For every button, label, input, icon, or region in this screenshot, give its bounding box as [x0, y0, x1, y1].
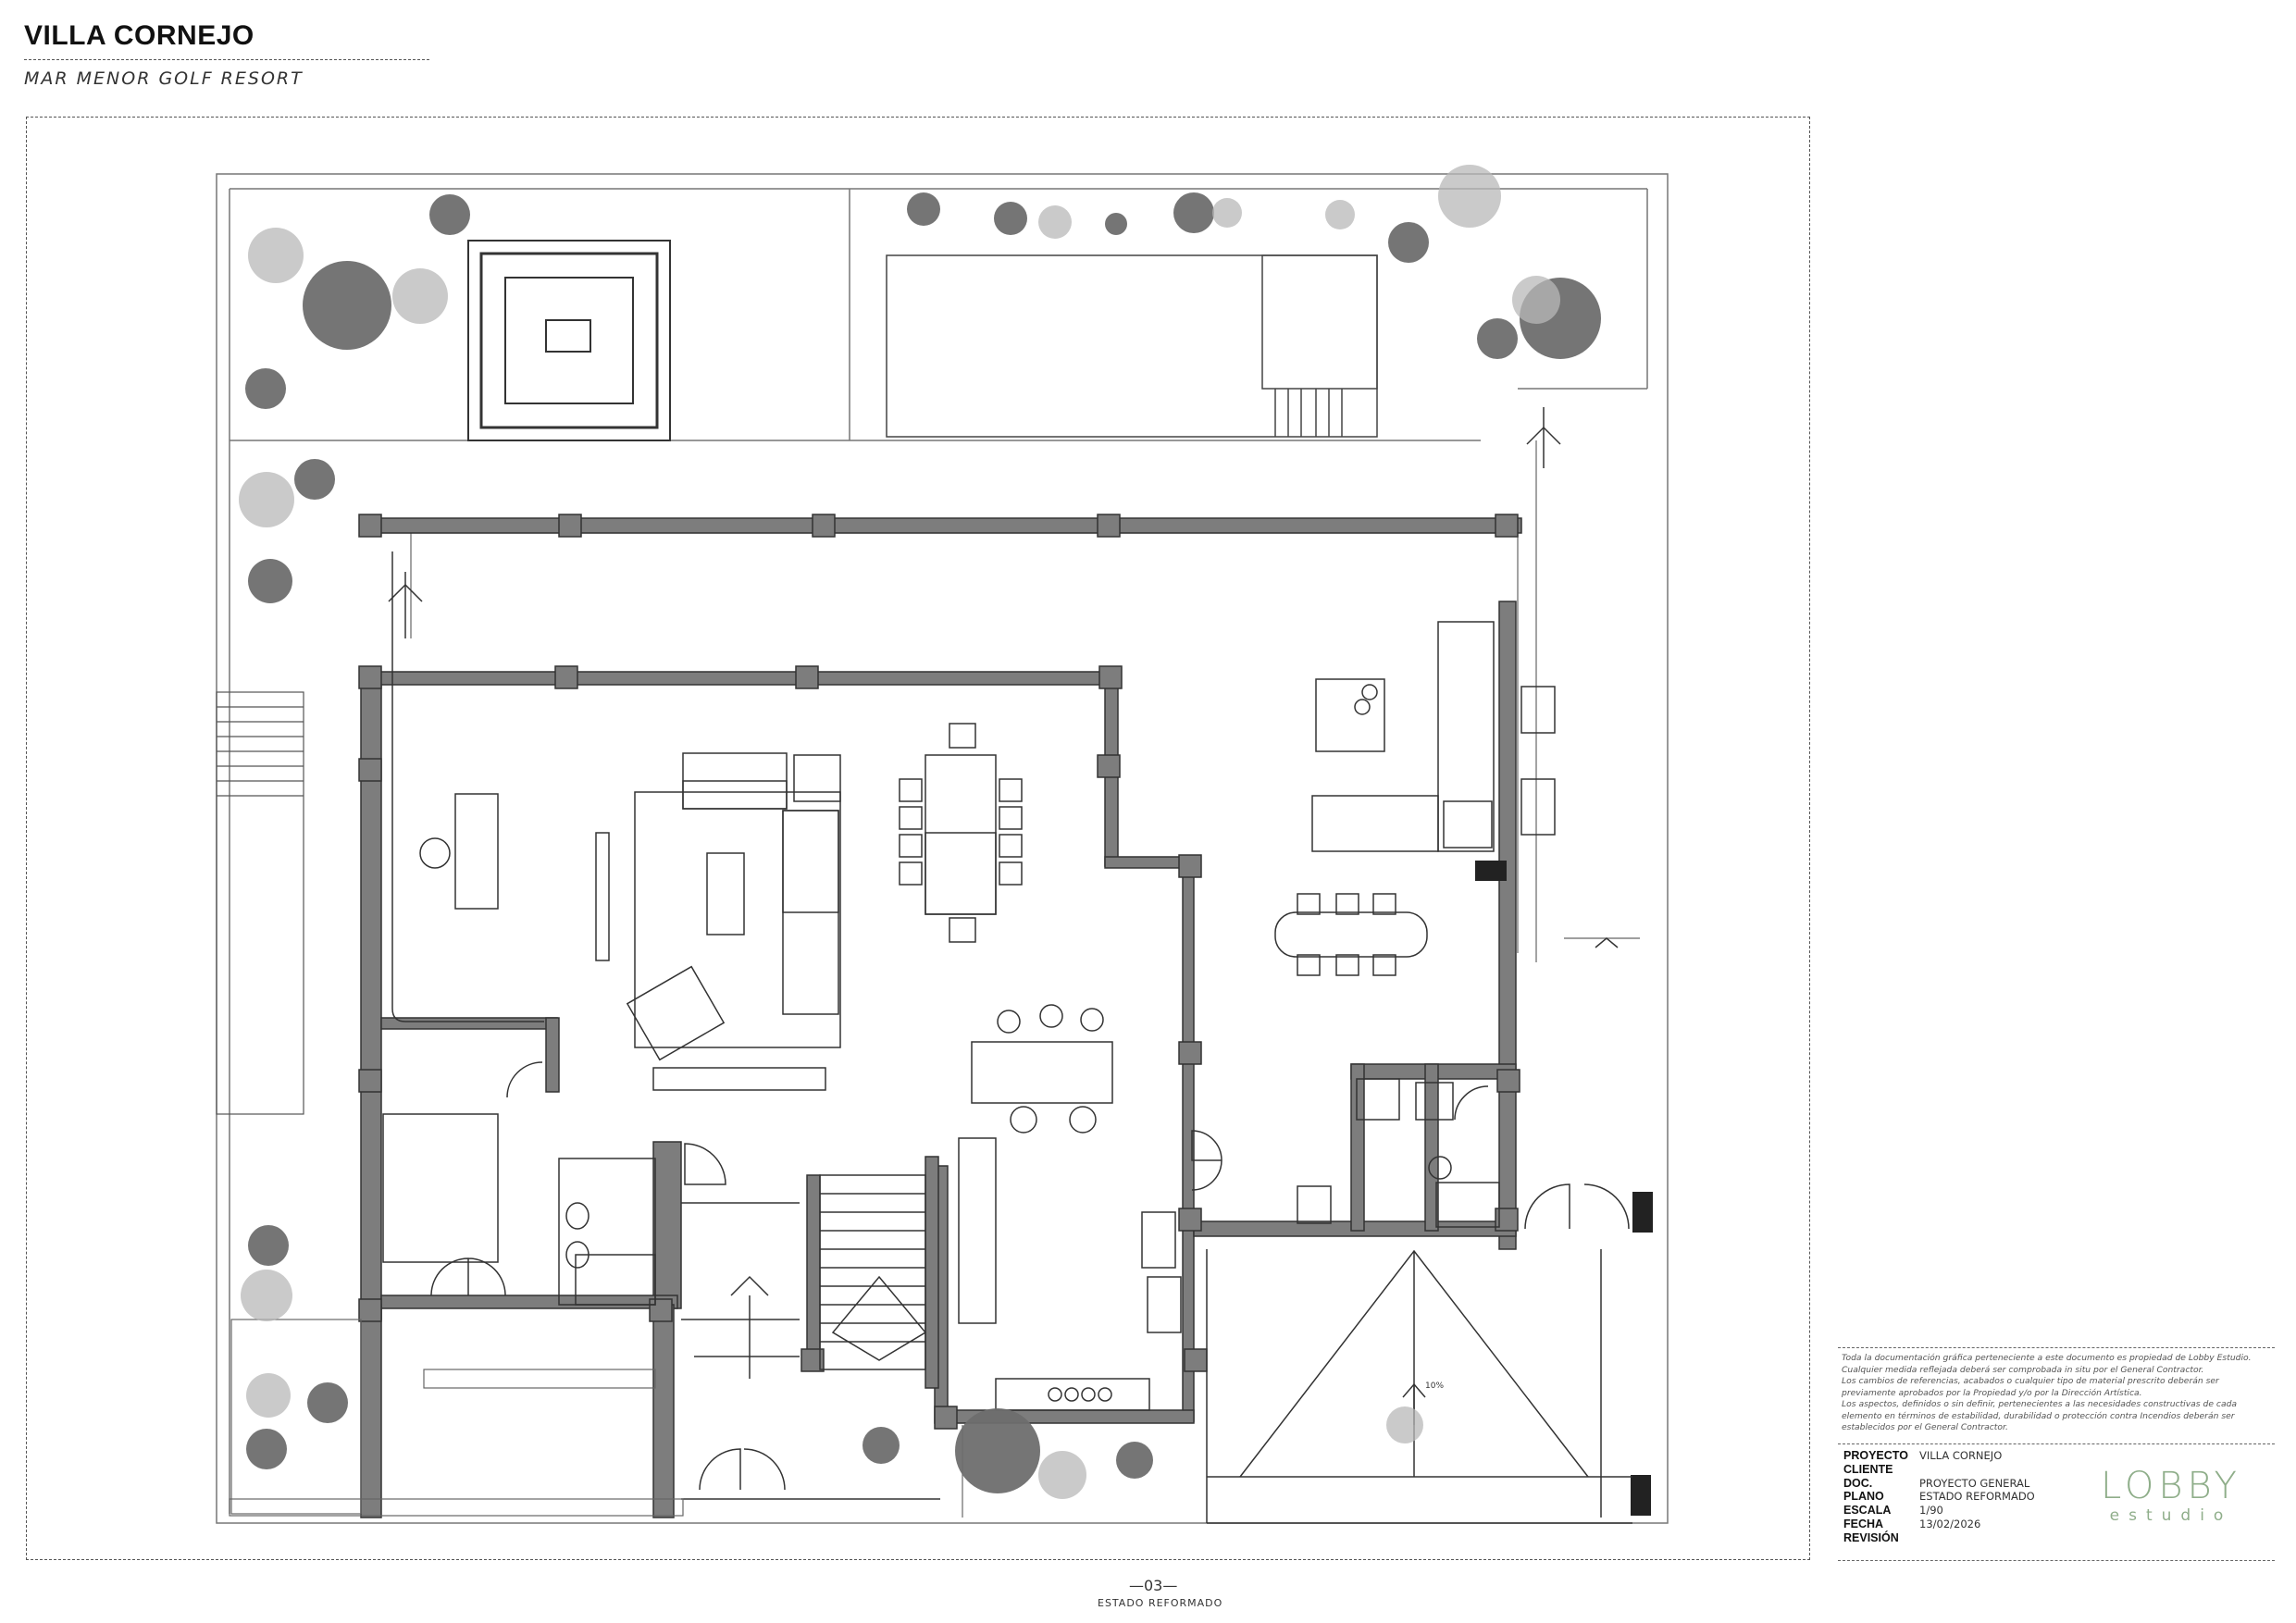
west-steps — [216, 691, 304, 1115]
tb-row-project: PROYECTO VILLA CORNEJO — [1843, 1449, 2035, 1463]
drawing-frame — [26, 117, 1810, 1560]
tree-icon — [907, 192, 940, 226]
tree-icon — [1038, 1451, 1086, 1499]
tree-icon — [307, 1382, 348, 1423]
tb-key: DOC. — [1843, 1476, 1873, 1490]
tree-icon — [1325, 200, 1355, 229]
tree-icon — [248, 228, 304, 283]
entrance-canopy — [1206, 1249, 1632, 1524]
gazebo — [467, 240, 671, 441]
living-furniture — [391, 551, 1150, 1411]
drawing-subtitle: MAR MENOR GOLF RESORT — [24, 68, 304, 89]
walls — [360, 517, 1522, 1518]
ext-arrows — [388, 407, 1619, 948]
columns — [358, 514, 1520, 1430]
tree-icon — [863, 1427, 900, 1464]
tb-row-date: FECHA 13/02/2026 — [1843, 1518, 2035, 1531]
logo-main: LOBBY — [2101, 1465, 2241, 1507]
tb-key: PLANO — [1843, 1490, 1884, 1504]
tree-icon — [955, 1408, 1040, 1493]
drawing-title: VILLA CORNEJO — [24, 20, 254, 51]
title-block-mid-rule — [1838, 1443, 2275, 1444]
sheet-label: ESTADO REFORMADO — [1098, 1597, 1223, 1609]
tree-icon — [1438, 165, 1501, 228]
tree-icon — [239, 472, 294, 527]
legal-notes: Toda la documentación gráfica pertenecie… — [1842, 1353, 2272, 1434]
note-line: Los aspectos, definidos o sin definir, p… — [1842, 1399, 2238, 1432]
tree-icon — [246, 1429, 287, 1469]
tb-value: VILLA CORNEJO — [1919, 1449, 2003, 1462]
tb-value: 1/90 — [1919, 1504, 1943, 1518]
tree-icon — [294, 459, 335, 500]
tree-icon — [246, 1373, 291, 1418]
tb-key: FECHA — [1843, 1517, 1884, 1530]
sheet-number: —03— — [1129, 1577, 1178, 1594]
tb-row-doc: DOC. PROYECTO GENERAL — [1843, 1477, 2035, 1491]
title-block-top-rule — [1838, 1347, 2275, 1348]
tree-icon — [1038, 205, 1072, 239]
tb-value: PROYECTO GENERAL — [1919, 1476, 2030, 1490]
note-line: Los cambios de referencias, acabados o c… — [1842, 1376, 2219, 1398]
tree-icon — [241, 1270, 292, 1321]
interior-rooms — [382, 1061, 1630, 1500]
tb-key: PROYECTO — [1843, 1449, 1908, 1462]
note-line: Cualquier medida reflejada deberá ser co… — [1842, 1364, 2204, 1375]
tree-icon — [303, 261, 391, 350]
tree-icon — [1388, 222, 1429, 263]
tree-icon — [1512, 276, 1560, 324]
tree-icon — [245, 368, 286, 409]
tb-row-revision: REVISIÓN — [1843, 1531, 2035, 1545]
tree-icon — [248, 559, 292, 603]
tree-icon — [1173, 192, 1214, 233]
pool — [886, 254, 1378, 438]
tree-icon — [1116, 1442, 1153, 1479]
title-block: PROYECTO VILLA CORNEJO CLIENTE DOC. PROYEC… — [1843, 1449, 2035, 1545]
lounge-furniture — [1274, 621, 1556, 976]
tb-value: ESTADO REFORMADO — [1919, 1490, 2035, 1504]
tree-icon — [1386, 1406, 1423, 1443]
south-terrace — [229, 1319, 963, 1518]
tb-row-client: CLIENTE — [1843, 1463, 2035, 1477]
studio-logo: LOBBY estudio — [2101, 1468, 2241, 1525]
tb-key: CLIENTE — [1843, 1462, 1893, 1476]
tb-value: 13/02/2026 — [1919, 1517, 1981, 1530]
tree-icon — [994, 202, 1027, 235]
tree-icon — [429, 194, 470, 235]
tree-icon — [248, 1225, 289, 1266]
fireplace-block — [1475, 861, 1653, 1516]
tree-icon — [1212, 198, 1242, 228]
tb-row-scale: ESCALA 1/90 — [1843, 1504, 2035, 1518]
slope-label: 10% — [1425, 1381, 1444, 1391]
tb-row-plan: PLANO ESTADO REFORMADO — [1843, 1490, 2035, 1504]
tb-key: REVISIÓN — [1843, 1530, 1899, 1544]
tree-icon — [1477, 318, 1518, 359]
tree-icon — [1105, 213, 1127, 235]
garden-trees — [239, 165, 1601, 1499]
logo-sub: estudio — [2109, 1506, 2233, 1525]
tree-icon — [392, 268, 448, 324]
note-line: Toda la documentación gráfica pertenecie… — [1842, 1353, 2252, 1363]
title-rule — [24, 59, 429, 60]
tb-key: ESCALA — [1843, 1504, 1892, 1518]
title-block-bottom-rule — [1838, 1560, 2275, 1561]
